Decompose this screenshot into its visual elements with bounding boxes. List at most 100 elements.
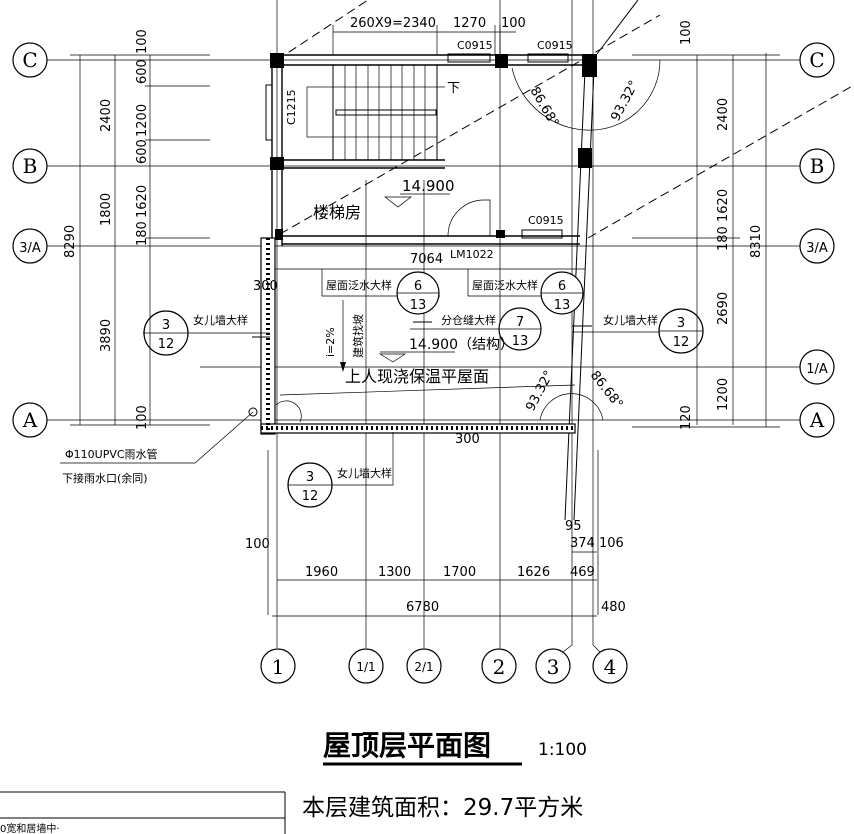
callout-roof-flashing-2: 屋面泛水大样 6 13 (467, 269, 584, 315)
bottom-dimensions: 1960 1300 1700 1626 469 100 95 374 106 6… (245, 519, 626, 617)
svg-text:1270: 1270 (453, 16, 486, 31)
svg-text:2400: 2400 (716, 98, 731, 131)
svg-text:600: 600 (135, 59, 150, 84)
svg-text:3/A: 3/A (19, 241, 41, 256)
svg-text:3/A: 3/A (806, 241, 828, 256)
svg-text:3: 3 (162, 318, 170, 333)
dim-300: 300 (455, 432, 480, 447)
svg-text:B: B (810, 154, 825, 178)
svg-text:3: 3 (547, 655, 560, 679)
svg-text:1620: 1620 (135, 185, 150, 218)
svg-text:0宽和居墙中·: 0宽和居墙中· (0, 822, 60, 834)
svg-text:180: 180 (135, 221, 150, 246)
svg-text:1620: 1620 (716, 189, 731, 222)
svg-text:1: 1 (272, 655, 285, 679)
svg-text:13: 13 (410, 298, 427, 313)
angle-label: 93.32° (608, 78, 642, 124)
angle-label: 93.32° (523, 368, 557, 414)
slope-note: 建筑找坡 (351, 314, 365, 358)
svg-text:600: 600 (135, 139, 150, 164)
svg-text:1/A: 1/A (806, 362, 828, 377)
svg-text:480: 480 (601, 600, 626, 615)
axis-lines (47, 0, 800, 653)
svg-text:13: 13 (554, 298, 571, 313)
svg-text:12: 12 (158, 337, 175, 352)
svg-text:3: 3 (306, 470, 314, 485)
angle-label: 86.68° (527, 85, 562, 130)
dashed-line (276, 0, 369, 61)
svg-text:1200: 1200 (135, 104, 150, 137)
callout-parapet-left: 3 12 女儿墙大样 (143, 310, 270, 356)
window-c0915 (521, 229, 563, 239)
drawing-scale: 1:100 (538, 740, 587, 760)
svg-text:12: 12 (673, 335, 690, 350)
svg-text:374: 374 (570, 536, 595, 551)
columns (270, 53, 597, 240)
stair-room-label: 楼梯房 (313, 203, 361, 222)
dashed-line (279, 14, 661, 235)
svg-text:屋面泛水大样: 屋面泛水大样 (326, 278, 392, 292)
window-c0915 (527, 53, 569, 63)
svg-text:1/1: 1/1 (356, 660, 375, 674)
window-label: C0915 (528, 214, 564, 227)
dim-7064: 7064 (410, 252, 443, 267)
callout-roof-flashing-1: 屋面泛水大样 6 13 (321, 269, 440, 315)
svg-text:6: 6 (558, 279, 566, 294)
svg-text:469: 469 (570, 565, 595, 580)
svg-text:13: 13 (512, 334, 529, 349)
stair-down-label: 下 (447, 81, 460, 96)
svg-text:1626: 1626 (517, 565, 550, 580)
drawing-title: 屋顶层平面图 (323, 729, 491, 762)
dashed-line (587, 84, 854, 239)
svg-text:A: A (809, 408, 825, 432)
svg-text:100: 100 (245, 537, 270, 552)
svg-text:2: 2 (493, 655, 506, 679)
right-dimensions: 100 120 2400 1620 180 2690 1200 8310 (632, 20, 780, 430)
svg-text:100: 100 (679, 20, 694, 45)
svg-text:2/1: 2/1 (414, 660, 433, 674)
callout-parapet-bottom: 3 12 女儿墙大样 (287, 432, 394, 508)
svg-text:180: 180 (716, 226, 731, 251)
rain-pipe-label: Φ110UPVC雨水管 (65, 447, 158, 461)
svg-text:A: A (22, 408, 38, 432)
svg-text:12: 12 (302, 489, 319, 504)
svg-text:6: 6 (414, 279, 422, 294)
svg-text:100: 100 (135, 405, 150, 430)
svg-text:100: 100 (501, 16, 526, 31)
top-dimensions: 260X9=2340 1270 100 (332, 16, 526, 55)
left-dimensions: 8290 2400 1800 3890 100 600 1200 600 162… (63, 29, 210, 430)
door-label: LM1022 (450, 248, 494, 261)
door-swing (447, 199, 491, 237)
svg-text:1800: 1800 (99, 193, 114, 226)
svg-text:3890: 3890 (99, 319, 114, 352)
svg-text:C: C (809, 48, 824, 72)
svg-text:100: 100 (135, 29, 150, 54)
window-label: C0915 (537, 39, 573, 52)
rain-pipe-icon (248, 407, 258, 417)
floor-area: 本层建筑面积：29.7平方米 (302, 795, 583, 821)
svg-text:屋面泛水大样: 屋面泛水大样 (472, 278, 538, 292)
svg-text:1300: 1300 (378, 565, 411, 580)
svg-text:1960: 1960 (305, 565, 338, 580)
window-c1215-label: C1215 (285, 89, 298, 125)
svg-text:95: 95 (565, 519, 582, 534)
svg-text:分仓缝大样: 分仓缝大样 (441, 313, 496, 327)
callout-parapet-right: 女儿墙大样 3 12 (572, 308, 704, 354)
parapet-wall (260, 237, 604, 435)
staircase (306, 64, 445, 161)
svg-text:女儿墙大样: 女儿墙大样 (193, 313, 248, 327)
svg-text:8310: 8310 (749, 225, 764, 258)
svg-text:B: B (23, 154, 38, 178)
column-axis-bubbles: 1 1/1 2/1 2 3 4 (260, 648, 628, 684)
svg-text:2400: 2400 (99, 99, 114, 132)
svg-text:120: 120 (679, 405, 694, 430)
svg-text:1700: 1700 (443, 565, 476, 580)
row-axis-bubbles: C B 3/A A C B 3/A 1/A A (12, 42, 835, 438)
svg-text:3: 3 (677, 316, 685, 331)
window-label: C0915 (457, 39, 493, 52)
callout-joint: 分仓缝大样 7 13 (410, 307, 542, 351)
slope-label: i=2% (324, 327, 337, 357)
svg-text:106: 106 (599, 536, 624, 551)
svg-text:8290: 8290 (63, 225, 78, 258)
roof-elevation: 14.900（结构） (409, 337, 514, 353)
